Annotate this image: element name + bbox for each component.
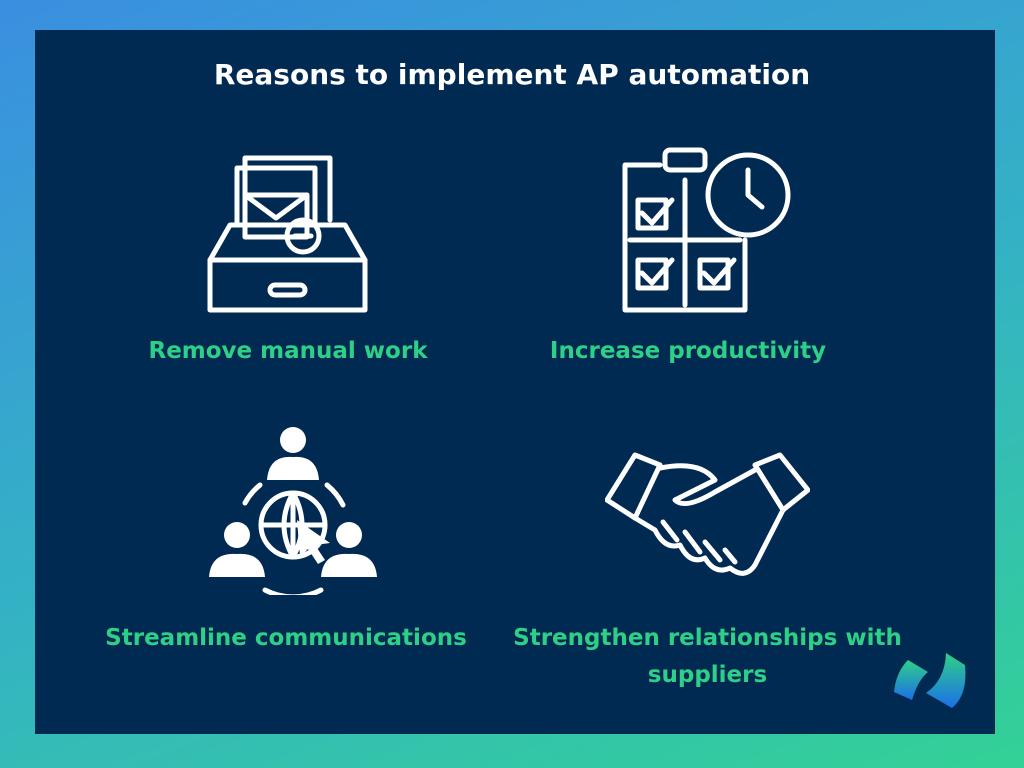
- item-label: Remove manual work: [148, 338, 428, 364]
- inbox-mail-icon: [207, 155, 368, 313]
- network-people-icon: [209, 427, 377, 595]
- clipboard-clock-icon: [622, 147, 791, 313]
- handshake-icon: [605, 452, 810, 576]
- item-label: Strengthen relationships with suppliers: [513, 625, 902, 688]
- infographic-panel: [35, 30, 995, 734]
- page-title: Reasons to implement AP automation: [213, 58, 811, 91]
- item-label: Streamline communications: [105, 625, 467, 651]
- brand-logo: [894, 653, 966, 708]
- item-label: Increase productivity: [549, 338, 827, 364]
